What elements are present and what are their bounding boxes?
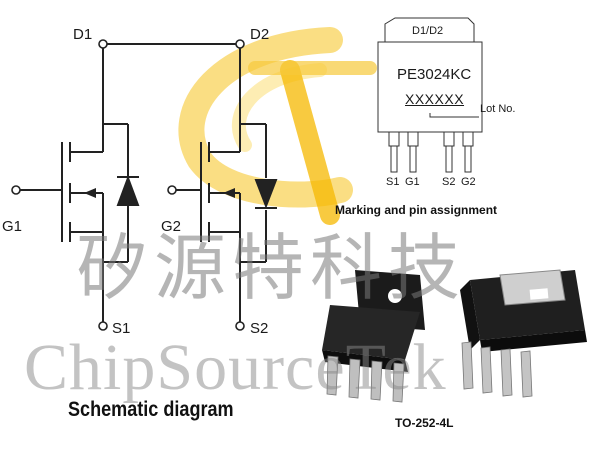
terminal-d1 [98, 39, 108, 49]
pin-label-d2: D2 [250, 26, 270, 43]
logo-arc-outer [178, 27, 353, 208]
terminal-g2 [167, 185, 177, 195]
lot-leader [429, 113, 479, 118]
pin-label-g2: G2 [161, 218, 182, 235]
terminal-d2 [235, 39, 245, 49]
package-photo-front [322, 270, 425, 403]
schematic-caption: Schematic diagram [68, 398, 234, 421]
terminal-g1 [11, 185, 21, 195]
package-part-number: PE3024KC [397, 66, 472, 83]
marking-caption: Marking and pin assignment [335, 203, 498, 217]
lot-number-label: Lot No. [480, 103, 516, 115]
diode-1 [116, 175, 140, 206]
terminal-s2 [235, 321, 245, 331]
package-pin-label: S1 [386, 176, 400, 188]
pin-label-d1: D1 [73, 26, 93, 43]
terminal-s1 [98, 321, 108, 331]
pin-label-g1: G1 [2, 218, 23, 235]
package-pin-label: G1 [405, 176, 420, 188]
package-lot-code: XXXXXX [405, 91, 465, 107]
package-pin-label: G2 [461, 176, 476, 188]
logo-bar [280, 60, 340, 225]
package-photo-back [460, 269, 587, 398]
package-tab-label: D1/D2 [412, 25, 444, 37]
mosfet-2 [176, 123, 267, 322]
pin-label-s1: S1 [112, 320, 131, 337]
package-caption: TO-252-4L [395, 416, 454, 430]
package-leads [388, 131, 474, 173]
arrow-2 [223, 188, 235, 198]
package-pin-label: S2 [442, 176, 456, 188]
pin-label-s2: S2 [250, 320, 269, 337]
arrow-1 [84, 188, 96, 198]
diode-2 [254, 179, 278, 209]
